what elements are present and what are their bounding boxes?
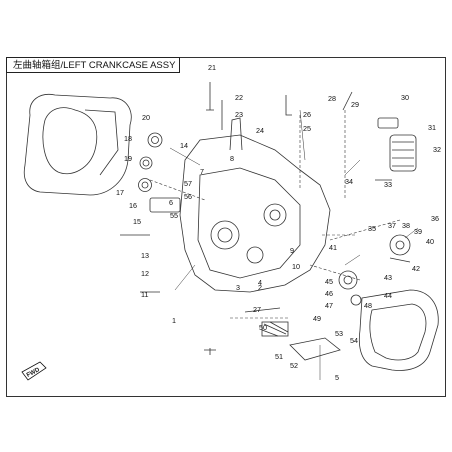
callout-50: 50 [259,323,267,332]
callout-41: 41 [329,243,337,252]
callout-8: 8 [230,154,234,163]
callout-3: 3 [236,283,240,292]
callout-51: 51 [275,352,283,361]
callout-18: 18 [124,134,132,143]
callout-25: 25 [303,124,311,133]
callout-49: 49 [313,314,321,323]
callout-7: 7 [200,167,204,176]
callout-53: 53 [335,329,343,338]
side-cover-outline [358,289,439,371]
callout-44: 44 [384,291,392,300]
callout-45: 45 [325,277,333,286]
callout-4: 4 [258,278,262,287]
callout-10: 10 [292,262,300,271]
callout-12: 12 [141,269,149,278]
gasket-outline [23,93,132,196]
callout-40: 40 [426,237,434,246]
diagram-frame [6,57,446,397]
diagram-title: 左曲轴箱组/LEFT CRANKCASE ASSY [6,57,180,73]
crankcase-outline [179,134,331,293]
callout-39: 39 [414,227,422,236]
callout-15: 15 [133,217,141,226]
callout-22: 22 [235,93,243,102]
callout-55: 55 [170,211,178,220]
callout-14: 14 [180,141,188,150]
callout-31: 31 [428,123,436,132]
callout-17: 17 [116,188,124,197]
callout-29: 29 [351,100,359,109]
callout-1: 1 [172,316,176,325]
callout-38: 38 [402,221,410,230]
callout-28: 28 [328,94,336,103]
callout-9: 9 [290,246,294,255]
callout-57: 57 [184,179,192,188]
callout-24: 24 [256,126,264,135]
callout-56: 56 [184,192,192,201]
callout-54: 54 [350,336,358,345]
callout-42: 42 [412,264,420,273]
callout-6: 6 [169,198,173,207]
oil-filter-shape [389,134,417,172]
callout-11: 11 [141,290,148,299]
callout-19: 19 [124,154,132,163]
callout-20: 20 [142,113,150,122]
callout-43: 43 [384,273,392,282]
callout-48: 48 [364,301,372,310]
callout-36: 36 [431,214,439,223]
callout-35: 35 [368,224,376,233]
callout-16: 16 [129,201,137,210]
callout-27: 27 [253,305,261,314]
callout-5: 5 [335,373,339,382]
fwd-arrow-shape [21,361,47,381]
callout-2: 2 [258,283,262,292]
callout-52: 52 [290,361,298,370]
callout-26: 26 [303,110,311,119]
callout-47: 47 [325,301,333,310]
gasket-inner [42,107,98,175]
callout-33: 33 [384,180,392,189]
callout-46: 46 [325,289,333,298]
callout-13: 13 [141,251,149,260]
callout-23: 23 [235,110,243,119]
callout-34: 34 [345,177,353,186]
callout-37: 37 [388,221,396,230]
callout-32: 32 [433,145,441,154]
callout-21: 21 [208,63,216,72]
callout-30: 30 [401,93,409,102]
